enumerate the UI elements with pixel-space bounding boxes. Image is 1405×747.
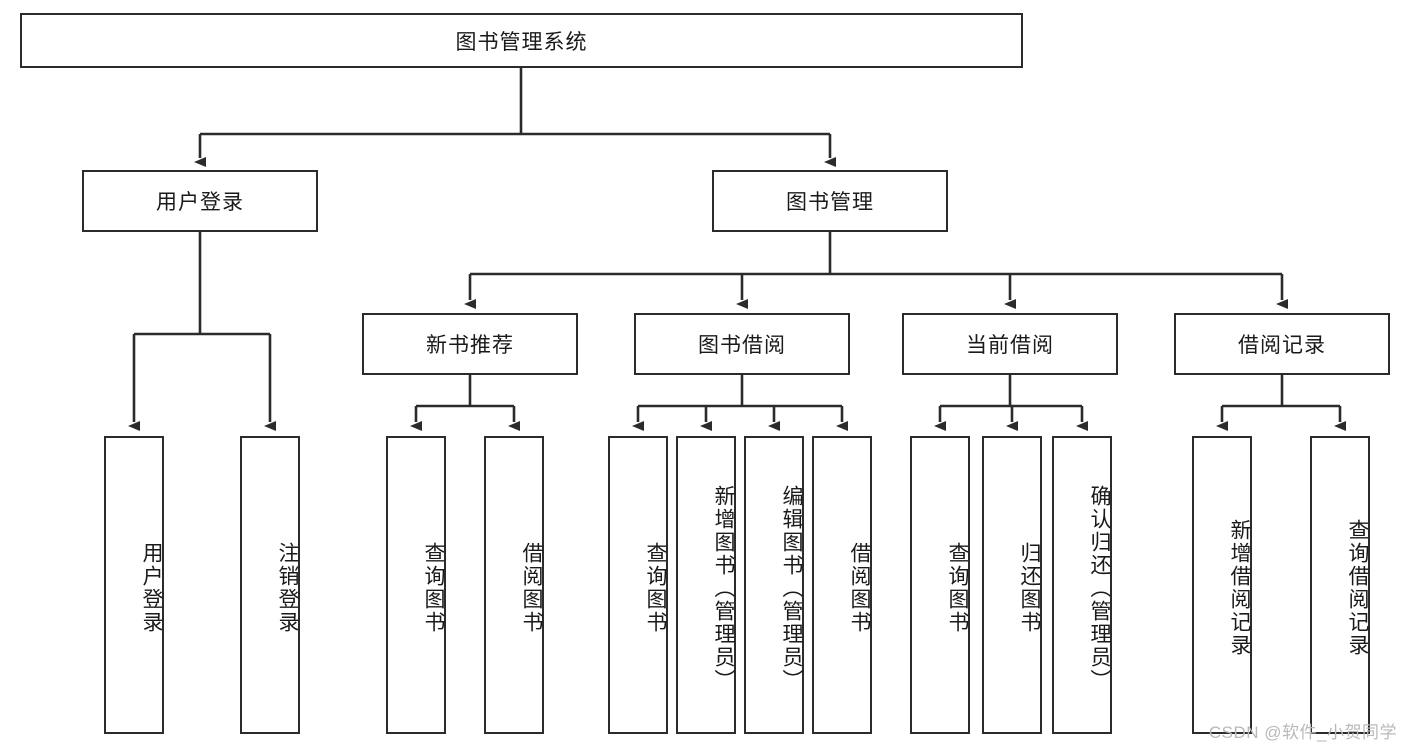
node-leaf-query-book-cur-label: 查询图书 xyxy=(946,542,969,634)
node-leaf-user-login-label: 用户登录 xyxy=(140,542,163,634)
node-borrow-record-label: 借阅记录 xyxy=(1238,334,1326,357)
node-book-borrow[interactable]: 图书借阅 xyxy=(634,313,850,375)
node-borrow-record[interactable]: 借阅记录 xyxy=(1174,313,1390,375)
node-new-book-rec-label: 新书推荐 xyxy=(426,334,514,357)
node-leaf-confirm-return-label: 确认归还（管理员） xyxy=(1088,484,1111,692)
node-current-borrow[interactable]: 当前借阅 xyxy=(902,313,1118,375)
node-leaf-add-record[interactable]: 新增借阅记录 xyxy=(1192,436,1252,734)
edges-root-to-level2 xyxy=(194,68,836,167)
edges-bookmanage-to-level3 xyxy=(464,232,1288,309)
node-book-borrow-label: 图书借阅 xyxy=(698,334,786,357)
edges-newbook-to-leaves xyxy=(410,375,520,431)
node-leaf-logout[interactable]: 注销登录 xyxy=(240,436,300,734)
node-leaf-return-book-label: 归还图书 xyxy=(1018,542,1041,634)
edges-bookborrow-to-leaves xyxy=(632,375,848,431)
node-root-label: 图书管理系统 xyxy=(455,30,588,54)
node-leaf-edit-book-label: 编辑图书（管理员） xyxy=(780,484,803,692)
node-leaf-borrow-book-rec[interactable]: 借阅图书 xyxy=(484,436,544,734)
node-book-manage-label: 图书管理 xyxy=(786,191,874,214)
node-leaf-edit-book[interactable]: 编辑图书（管理员） xyxy=(744,436,804,734)
node-leaf-logout-label: 注销登录 xyxy=(276,542,299,634)
node-new-book-rec[interactable]: 新书推荐 xyxy=(362,313,578,375)
node-current-borrow-label: 当前借阅 xyxy=(966,334,1054,357)
node-leaf-user-login[interactable]: 用户登录 xyxy=(104,436,164,734)
node-leaf-add-book-label: 新增图书（管理员） xyxy=(712,484,735,692)
watermark-text: CSDN @软件_小贺同学 xyxy=(1208,723,1397,742)
node-leaf-query-book-rec[interactable]: 查询图书 xyxy=(386,436,446,734)
node-leaf-return-book[interactable]: 归还图书 xyxy=(982,436,1042,734)
node-leaf-query-record-label: 查询借阅记录 xyxy=(1346,519,1369,657)
node-leaf-borrow-book-bor[interactable]: 借阅图书 xyxy=(812,436,872,734)
node-leaf-add-record-label: 新增借阅记录 xyxy=(1228,519,1251,657)
node-leaf-query-book-cur[interactable]: 查询图书 xyxy=(910,436,970,734)
node-book-manage[interactable]: 图书管理 xyxy=(712,170,948,232)
node-leaf-borrow-book-bor-label: 借阅图书 xyxy=(848,542,871,634)
node-leaf-query-record[interactable]: 查询借阅记录 xyxy=(1310,436,1370,734)
node-leaf-add-book[interactable]: 新增图书（管理员） xyxy=(676,436,736,734)
edges-currentborrow-to-leaves xyxy=(934,375,1088,431)
node-leaf-query-book-bor[interactable]: 查询图书 xyxy=(608,436,668,734)
node-leaf-query-book-rec-label: 查询图书 xyxy=(422,542,445,634)
node-root[interactable]: 图书管理系统 xyxy=(20,13,1023,68)
edges-userlogin-to-leaves xyxy=(128,232,276,431)
edges-borrowrecord-to-leaves xyxy=(1216,375,1346,431)
node-user-login[interactable]: 用户登录 xyxy=(82,170,318,232)
node-leaf-confirm-return[interactable]: 确认归还（管理员） xyxy=(1052,436,1112,734)
node-leaf-borrow-book-rec-label: 借阅图书 xyxy=(520,542,543,634)
node-user-login-label: 用户登录 xyxy=(156,191,244,214)
node-leaf-query-book-bor-label: 查询图书 xyxy=(644,542,667,634)
